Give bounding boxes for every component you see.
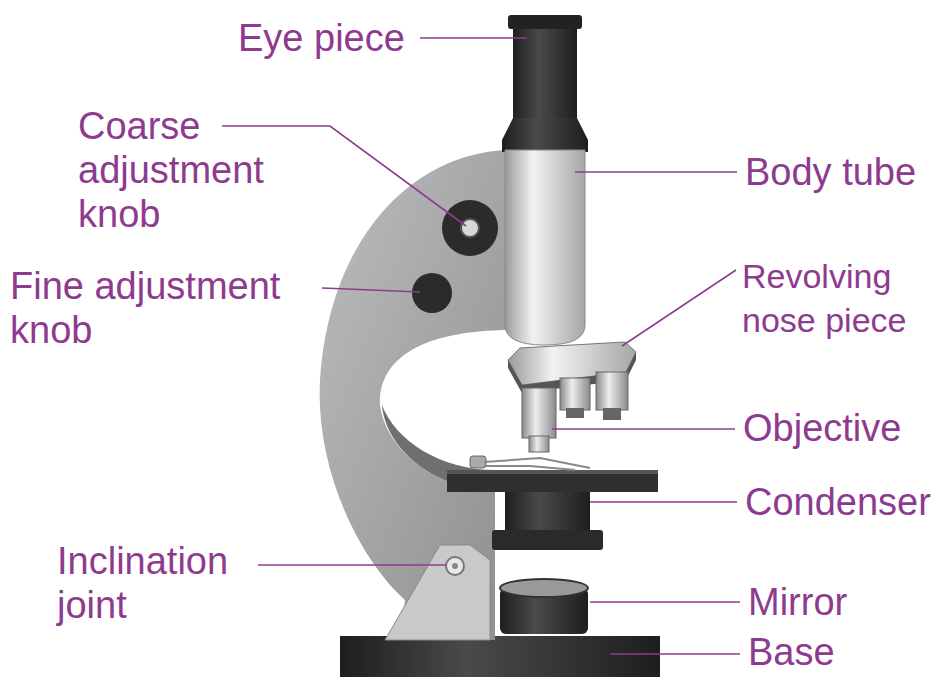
base-block bbox=[340, 636, 660, 677]
objective-middle-tip bbox=[566, 408, 584, 418]
part-label: Coarse adjustment knob bbox=[78, 104, 318, 236]
stage bbox=[447, 472, 658, 492]
coarse-knob-center bbox=[461, 219, 479, 237]
part-label: Fine adjustment knob bbox=[10, 264, 320, 352]
objective-back bbox=[596, 372, 628, 410]
leader-line bbox=[590, 501, 737, 503]
objective-front bbox=[522, 388, 556, 438]
part-label: Base bbox=[748, 630, 835, 674]
leader-line bbox=[610, 653, 740, 655]
inclination-plate bbox=[385, 545, 490, 640]
leader-line bbox=[420, 37, 527, 39]
condenser bbox=[505, 492, 590, 532]
eyepiece-rim bbox=[508, 15, 582, 29]
leader-line bbox=[622, 270, 736, 346]
eyepiece-collar bbox=[502, 118, 588, 152]
stage-clips bbox=[484, 458, 590, 470]
part-label: Body tube bbox=[745, 150, 916, 194]
leader-lines bbox=[222, 38, 740, 654]
part-label: Condenser bbox=[745, 480, 931, 524]
inclination-bolt bbox=[446, 557, 464, 575]
objective-front-tip bbox=[529, 436, 549, 452]
objective-back-tip bbox=[603, 408, 621, 420]
objective-middle bbox=[560, 378, 590, 410]
part-label: Eye piece bbox=[238, 16, 405, 60]
arm bbox=[320, 150, 512, 640]
part-label: Inclination joint bbox=[57, 539, 257, 627]
leader-line bbox=[552, 428, 735, 430]
stage-clip-screw bbox=[470, 456, 486, 468]
leader-line bbox=[322, 288, 420, 292]
body-tube bbox=[505, 150, 585, 345]
mirror-surface bbox=[500, 579, 588, 597]
bolt-center bbox=[452, 563, 458, 569]
part-label: Mirror bbox=[748, 580, 847, 624]
stage-top bbox=[447, 470, 658, 474]
part-label: Revolving nose piece bbox=[742, 254, 945, 342]
leader-line bbox=[258, 564, 446, 566]
leader-line bbox=[590, 601, 740, 603]
eyepiece bbox=[513, 24, 577, 124]
part-label: Objective bbox=[743, 406, 901, 450]
fine-knob bbox=[412, 273, 452, 313]
leader-line bbox=[575, 171, 737, 173]
condenser-plate bbox=[492, 530, 603, 550]
coarse-knob bbox=[442, 200, 498, 256]
